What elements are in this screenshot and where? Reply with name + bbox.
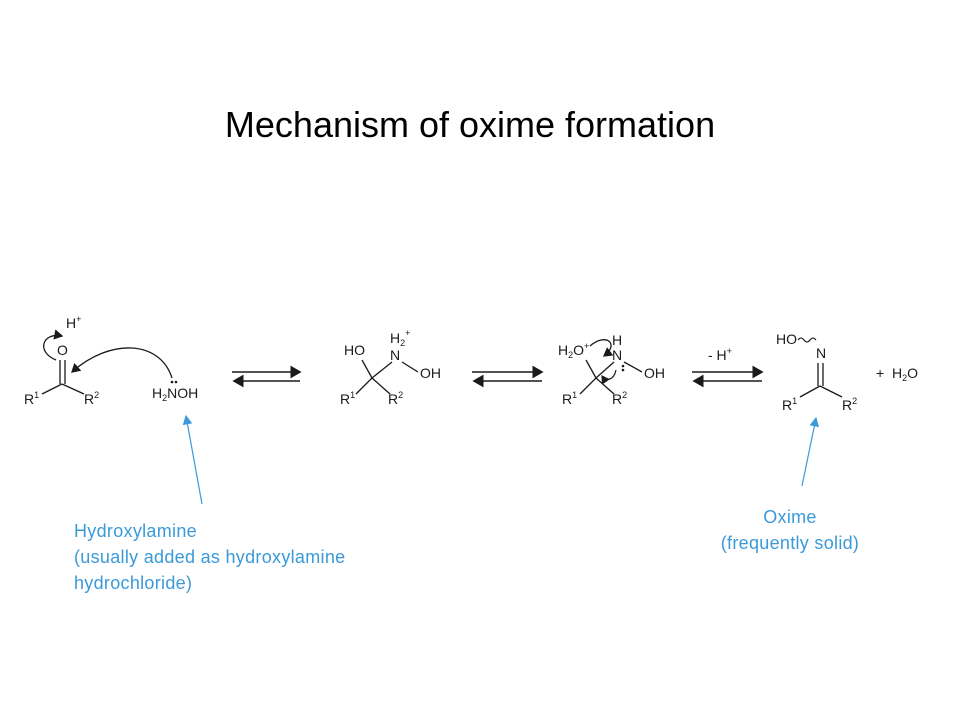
hydroxylamine-formula: H2NOH — [152, 385, 198, 403]
intermediate-1-structure: HO H2+ N OH R1 R2 — [340, 328, 441, 407]
oxime-r1: R1 — [782, 396, 797, 413]
annotation-left-line2: (usually added as hydroxylamine — [74, 547, 346, 567]
int1-r2: R2 — [388, 390, 403, 407]
annotation-right-line2: (frequently solid) — [720, 533, 860, 553]
equilibrium-arrows-2 — [472, 365, 544, 388]
curved-arrow-imine — [601, 369, 617, 385]
int2-h2oplus: H2O+ — [558, 341, 589, 360]
int2-h: H — [612, 332, 622, 348]
int1-r1: R1 — [340, 390, 355, 407]
int2-r1: R1 — [562, 390, 577, 407]
oxime-annotation: Oxime (frequently solid) — [680, 504, 900, 556]
wavy-bond — [797, 337, 817, 343]
int1-n: N — [390, 347, 400, 363]
intermediate-2-structure: H2O+ H N OH R1 R2 — [558, 332, 665, 407]
oxime-ho: HO — [776, 331, 797, 347]
ketone-r1: R1 — [24, 390, 39, 407]
curved-arrow-attack — [71, 347, 173, 379]
oxime-structure: HO N R1 R2 — [776, 331, 857, 413]
pointer-arrow-hydroxylamine — [182, 414, 203, 505]
annotation-right-line1: Oxime — [763, 507, 817, 527]
int2-oh: OH — [644, 365, 665, 381]
annotation-left-line1: Hydroxylamine — [74, 521, 197, 541]
curved-arrow-loss-water — [589, 339, 614, 357]
equilibrium-arrows-3: - H+ — [692, 346, 764, 388]
int1-nh2plus: H2+ — [390, 328, 410, 348]
hydroxylamine-annotation: Hydroxylamine (usually added as hydroxyl… — [74, 518, 434, 596]
equilibrium-arrows-1 — [232, 365, 302, 388]
int1-oh: OH — [420, 365, 441, 381]
oxime-r2: R2 — [842, 396, 857, 413]
deprotonation-label: - H+ — [708, 346, 732, 363]
slide-title: Mechanism of oxime formation — [224, 104, 716, 145]
int1-ho: HO — [344, 342, 365, 358]
oxime-n: N — [816, 345, 826, 361]
pointer-arrow-oxime — [801, 416, 820, 487]
ketone-structure: H+ O R1 R2 H2NOH — [24, 314, 198, 407]
water-byproduct: + H2O — [876, 365, 918, 383]
int2-n: N — [612, 347, 622, 363]
annotation-left-line3: hydrochloride) — [74, 573, 193, 593]
proton-label: H+ — [66, 314, 81, 331]
int2-r2: R2 — [612, 390, 627, 407]
ketone-r2: R2 — [84, 390, 99, 407]
carbonyl-oxygen: O — [57, 342, 68, 358]
curved-arrow-protonation — [43, 329, 64, 361]
